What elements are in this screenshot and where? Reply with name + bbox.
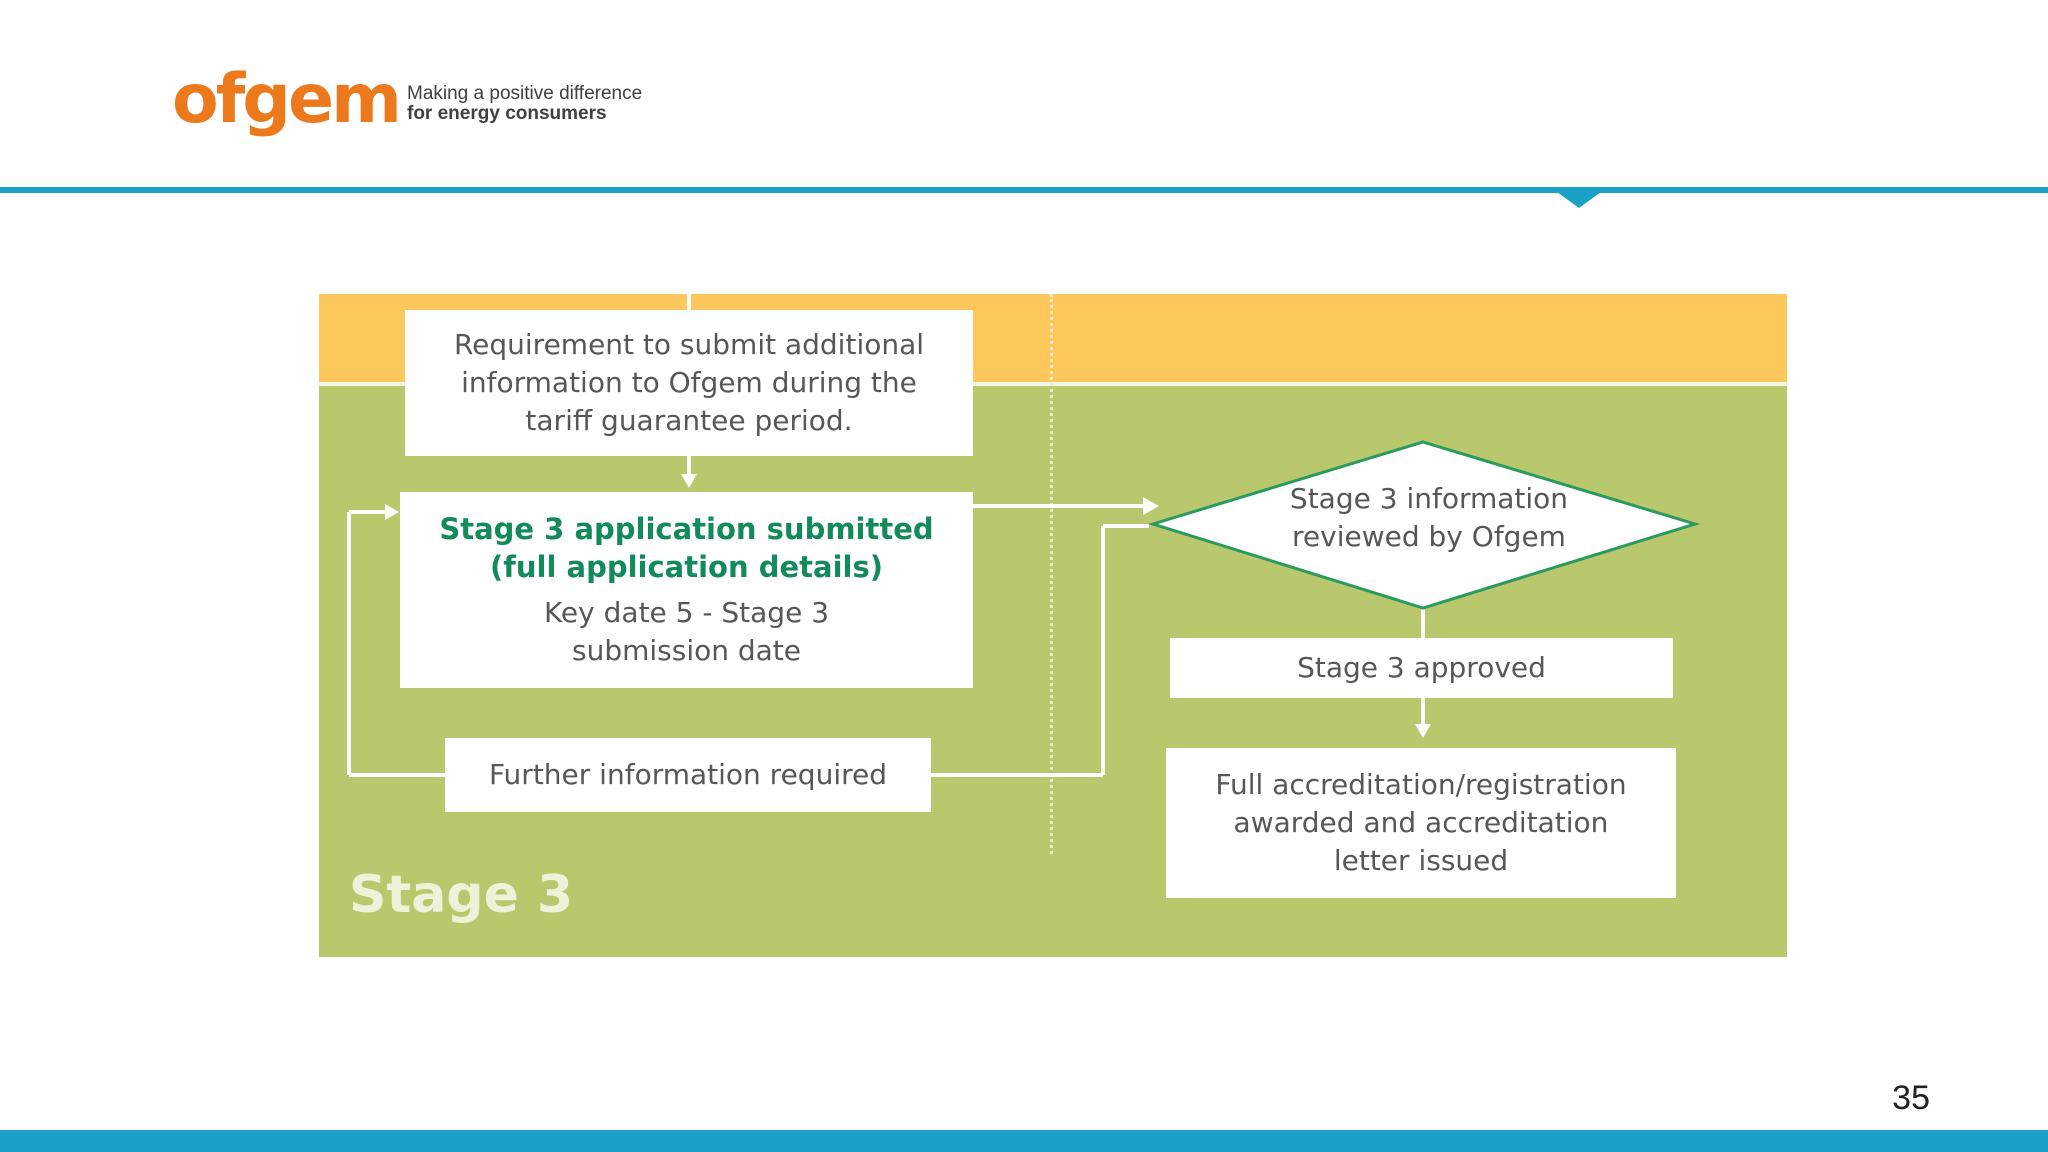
further-info-text: Further information required	[488, 758, 887, 791]
page-number: 35	[1892, 1079, 1930, 1117]
approved-text: Stage 3 approved	[1297, 651, 1546, 684]
submitted-title-line-2: (full application details)	[490, 550, 883, 584]
requirement-box: Requirement to submit additional informa…	[405, 310, 973, 456]
submitted-title-line-1: Stage 3 application submitted	[439, 512, 934, 546]
stage-label: Stage 3	[349, 865, 574, 925]
arrowhead-down-1	[681, 474, 697, 488]
tagline-line-1: Making a positive difference	[407, 83, 643, 104]
requirement-text: Requirement to submit additional informa…	[453, 328, 925, 437]
dotted-separator	[1050, 294, 1053, 854]
arrowhead-right-2	[385, 504, 399, 520]
footer-bar	[0, 1130, 2048, 1152]
divider-notch	[1557, 192, 1601, 208]
arrowhead-down-2	[1415, 724, 1431, 738]
further-info-box: Further information required	[445, 738, 931, 812]
stage-3-flow-diagram: Requirement to submit additional informa…	[319, 294, 1787, 957]
stage-3-approved-box: Stage 3 approved	[1170, 638, 1673, 698]
ofgem-logo: ofgem	[172, 60, 402, 140]
review-diamond-label: Stage 3 information reviewed by Ofgem	[1199, 480, 1659, 556]
tagline-line-2: for energy consumers	[407, 103, 607, 124]
key-date-line-2: submission date	[571, 634, 802, 667]
review-line-2: reviewed by Ofgem	[1292, 520, 1566, 553]
arrowhead-right-1	[1143, 497, 1159, 515]
review-line-1: Stage 3 information	[1289, 482, 1569, 515]
application-submitted-box: Stage 3 application submitted (full appl…	[400, 492, 973, 688]
accreditation-box: Full accreditation/registration awarded …	[1166, 748, 1676, 898]
accreditation-text: Full accreditation/registration awarded …	[1215, 768, 1627, 877]
key-date-line-1: Key date 5 - Stage 3	[543, 596, 830, 629]
review-diamond	[1147, 440, 1701, 610]
logo-tagline: Making a positive difference for energy …	[407, 84, 642, 124]
header-divider	[0, 187, 2048, 193]
logo-wordmark: ofgem	[172, 60, 402, 139]
connector-lines	[347, 294, 1701, 777]
